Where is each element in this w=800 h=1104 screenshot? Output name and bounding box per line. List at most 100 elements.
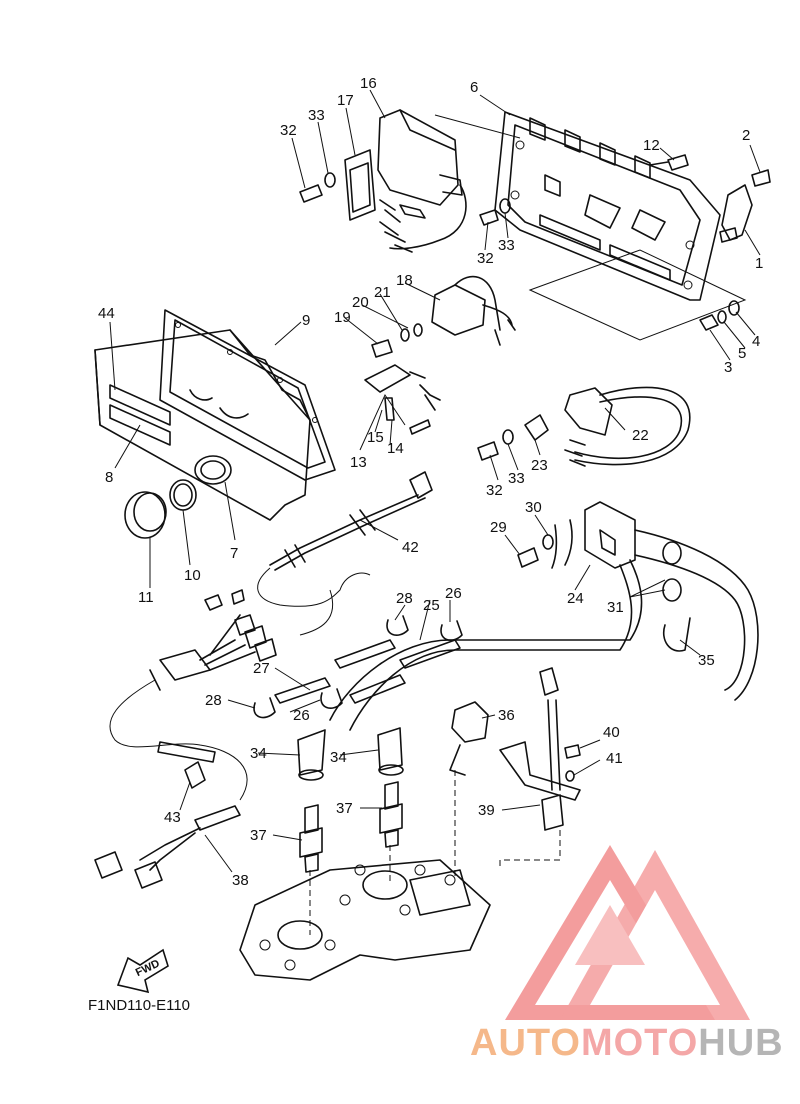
washer-4 (728, 300, 740, 316)
watermark-text: AUTOMOTOHUB (470, 1022, 784, 1064)
callout-26a: 26 (445, 585, 462, 602)
callout-15: 15 (367, 429, 384, 446)
callout-44: 44 (98, 305, 115, 322)
bracket-1 (719, 169, 771, 243)
nut-3 (699, 314, 719, 331)
bolt-19 (371, 339, 393, 358)
washer-33c (502, 429, 514, 445)
cable-42 (257, 471, 433, 636)
callout-41: 41 (606, 750, 623, 767)
bolt-12 (649, 154, 689, 171)
callout-40: 40 (603, 724, 620, 741)
callout-21: 21 (374, 284, 391, 301)
watermark-logo (505, 845, 750, 1020)
callout-10: 10 (184, 567, 201, 584)
bolt-32b (479, 209, 499, 226)
cdi-unit-16 (377, 109, 467, 253)
callout-1: 1 (755, 255, 763, 272)
washer-20 (400, 328, 410, 342)
callout-9: 9 (302, 312, 310, 329)
bolt-32c (477, 441, 499, 461)
callout-22: 22 (632, 427, 649, 444)
callout-28a: 28 (396, 590, 413, 607)
bolt-40 (564, 744, 581, 759)
watermark-part-auto: AUTO (470, 1022, 581, 1064)
callout-28b: 28 (205, 692, 222, 709)
electrical-box-8 (94, 329, 311, 521)
callout-32b: 32 (477, 250, 494, 267)
callout-37a: 37 (336, 800, 353, 817)
bolt-32a (299, 184, 323, 203)
cylinder-head (239, 859, 491, 981)
cap-11 (124, 491, 167, 539)
frame-line-a (434, 114, 521, 139)
watermark-part-hub: HUB (698, 1022, 783, 1064)
callout-31: 31 (607, 599, 624, 616)
reference-lines (309, 770, 561, 935)
washer-41 (565, 770, 575, 782)
callout-24: 24 (567, 590, 584, 607)
plug-cap-34a (297, 729, 326, 781)
cover-17 (344, 149, 376, 221)
callout-26b: 26 (293, 707, 310, 724)
leader-lines (109, 89, 761, 873)
callout-23: 23 (531, 457, 548, 474)
rectifier-18 (431, 275, 516, 346)
diagram-code: F1ND110-E110 (88, 997, 190, 1014)
callout-19: 19 (334, 309, 351, 326)
callout-8: 8 (105, 469, 113, 486)
ignition-coil-24 (329, 501, 759, 731)
clamp-23 (524, 414, 549, 441)
callout-3: 3 (724, 359, 732, 376)
spark-plug-37b (379, 781, 403, 848)
sensor-39 (499, 667, 581, 831)
spark-plug-37a (299, 804, 323, 873)
clamp-35 (663, 617, 691, 652)
callout-2: 2 (742, 127, 750, 144)
callout-32c: 32 (486, 482, 503, 499)
washer-30 (542, 534, 554, 550)
callout-34b: 34 (330, 749, 347, 766)
callout-labels: 1 2 3 4 5 6 7 8 9 10 11 12 13 14 15 16 1… (98, 75, 763, 889)
callout-20: 20 (352, 294, 369, 311)
callout-33b: 33 (498, 237, 515, 254)
callout-14: 14 (387, 440, 404, 457)
fuse-holder-13 (364, 364, 441, 435)
callout-32a: 32 (280, 122, 297, 139)
gasket-9 (159, 309, 336, 481)
callout-30: 30 (525, 499, 542, 516)
callout-18: 18 (396, 272, 413, 289)
callout-5: 5 (738, 345, 746, 362)
callout-6: 6 (470, 79, 478, 96)
callout-34a: 34 (250, 745, 267, 762)
callout-25: 25 (423, 597, 440, 614)
svg-text:AUTOMOTOHUB: AUTOMOTOHUB (470, 1022, 784, 1064)
frame-line-b (528, 249, 747, 341)
callout-16: 16 (360, 75, 377, 92)
fwd-arrow-icon: FWD (116, 948, 169, 994)
callout-37b: 37 (250, 827, 267, 844)
callout-27: 27 (253, 660, 270, 677)
washer-33a (324, 172, 336, 188)
callout-12: 12 (643, 137, 660, 154)
washer-21 (413, 323, 423, 337)
callout-13: 13 (350, 454, 367, 471)
plug-cap-34b (377, 727, 404, 776)
coil-22 (564, 386, 691, 467)
wire-harness-38 (94, 589, 277, 889)
tubes-25-27 (253, 615, 463, 719)
bolt-29 (517, 547, 539, 568)
washer-5 (717, 310, 727, 324)
callout-7: 7 (230, 545, 238, 562)
callout-38: 38 (232, 872, 249, 889)
ring-10 (169, 479, 197, 511)
callout-4: 4 (752, 333, 760, 350)
callout-42: 42 (402, 539, 419, 556)
callout-43: 43 (164, 809, 181, 826)
callout-39: 39 (478, 802, 495, 819)
watermark-part-moto: MOTO (581, 1022, 698, 1064)
callout-36: 36 (498, 707, 515, 724)
callout-33c: 33 (508, 470, 525, 487)
callout-11: 11 (138, 589, 154, 606)
